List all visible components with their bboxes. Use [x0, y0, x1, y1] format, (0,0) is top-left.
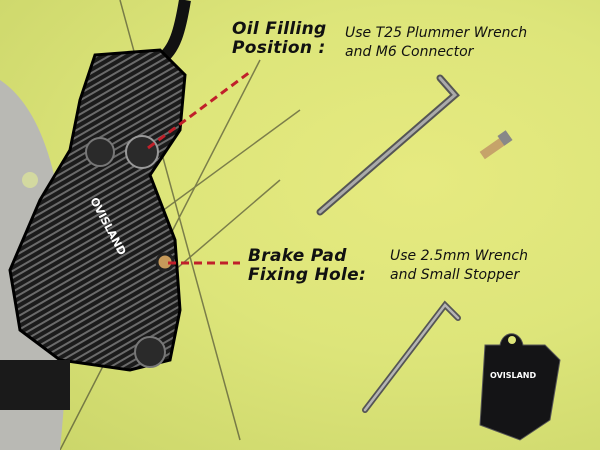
oil-filling-desc-line1: Use T25 Plummer Wrench	[345, 25, 528, 41]
brake-pad-desc-line1: Use 2.5mm Wrench	[390, 248, 529, 264]
oil-filling-label-line1: Oil Filling	[232, 19, 327, 39]
brake-pad-label-line2: Fixing Hole:	[248, 265, 367, 285]
oil-filling-label-line2: Position :	[232, 38, 326, 58]
hex-wrench-2-5mm	[362, 300, 461, 413]
m6-connector	[479, 130, 513, 160]
brake-pad-label-line1: Brake Pad	[248, 246, 347, 266]
oil-filling-description: Use T25 Plummer Wrench and M6 Connector	[345, 24, 527, 62]
pointer-lines	[147, 70, 251, 265]
brake-pad-description: Use 2.5mm Wrench and Small Stopper	[390, 247, 528, 285]
brake-pad-label: Brake Pad Fixing Hole:	[248, 247, 366, 285]
t25-wrench	[316, 74, 460, 216]
oil-filling-desc-line2: and M6 Connector	[345, 44, 474, 60]
brake-pad-desc-line2: and Small Stopper	[390, 267, 520, 283]
brake-caliper: OVISLAND	[0, 48, 187, 410]
stopper-logo: OVISLAND	[490, 371, 537, 380]
brake-hose	[156, 0, 191, 65]
small-stopper: OVISLAND	[479, 333, 561, 441]
oil-filling-label: Oil Filling Position :	[232, 20, 327, 58]
